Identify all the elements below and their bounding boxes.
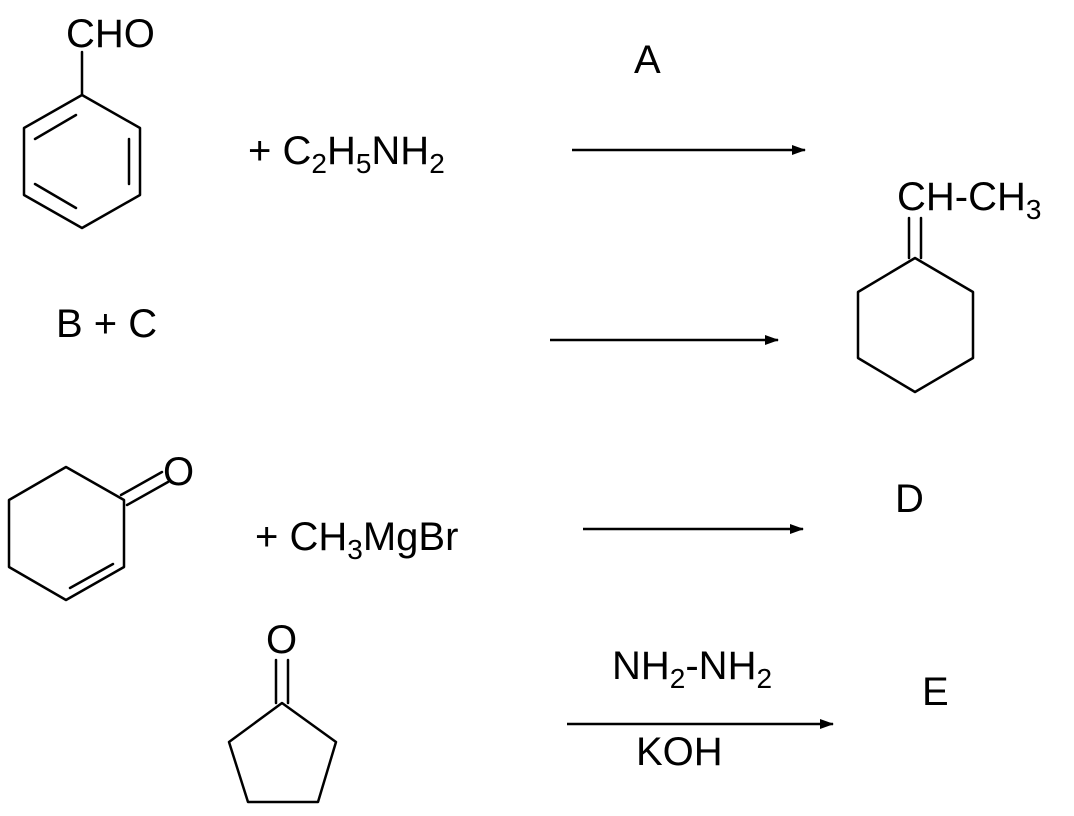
- cyclohexenone-oxygen-label: O: [163, 450, 195, 494]
- ethylidenecyclohexane: [856, 216, 975, 394]
- cyclohexenone: [7, 465, 170, 602]
- aldehyde-group-label: CHO: [66, 12, 155, 56]
- ethylamine-reagent: + C2H5NH2: [248, 129, 445, 179]
- ethylidene-group-label: CH-CH3: [897, 175, 1042, 225]
- koh-reagent: KOH: [636, 730, 723, 774]
- product-d-label: D: [895, 477, 924, 521]
- hydrazine-reagent: NH2-NH2: [612, 644, 773, 694]
- reactants-b-c-label: B + C: [56, 302, 158, 346]
- cyclopentanone: [227, 658, 338, 804]
- grignard-reagent: + CH3MgBr: [255, 515, 459, 565]
- benzene-ring: [22, 50, 142, 230]
- product-a-label: A: [634, 38, 661, 82]
- product-e-label: E: [922, 670, 949, 714]
- cyclopentanone-oxygen-label: O: [266, 618, 298, 662]
